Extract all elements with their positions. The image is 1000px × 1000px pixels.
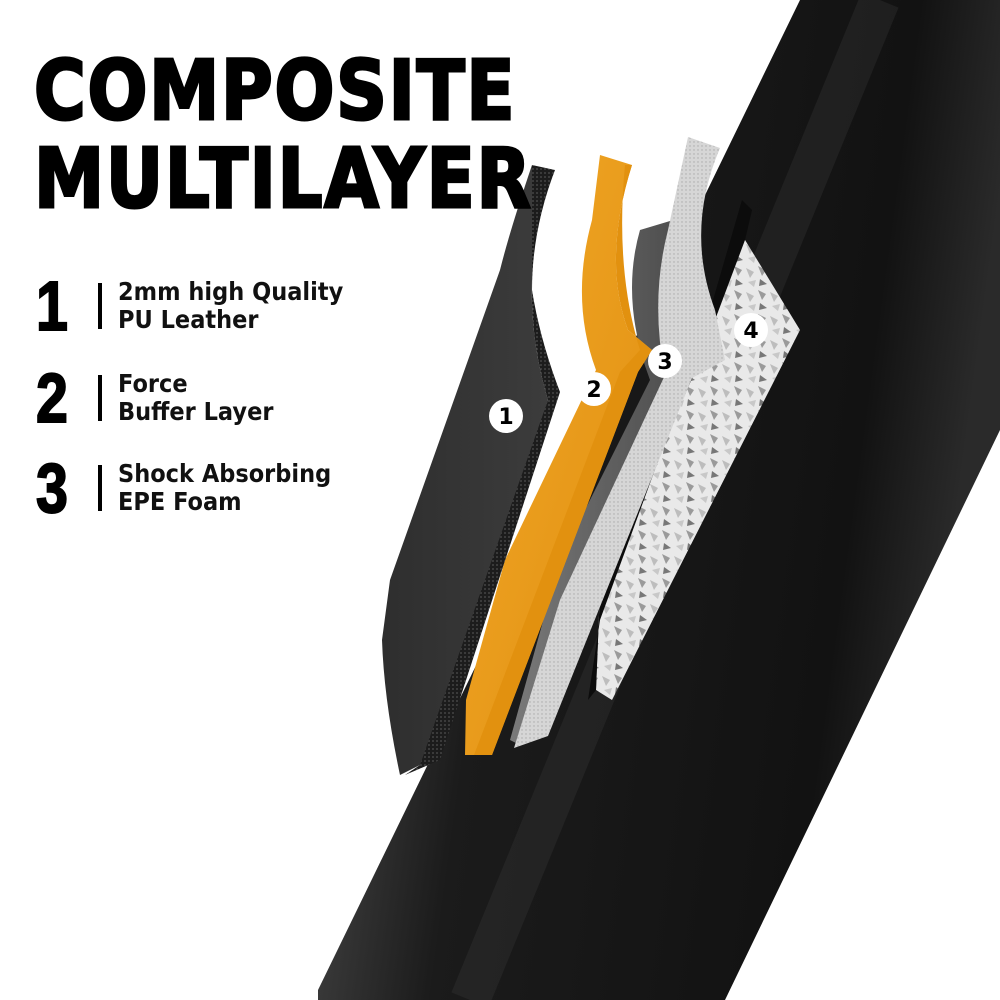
layer-4-filler — [596, 235, 800, 700]
divider — [98, 375, 102, 421]
page-title: COMPOSITE MULTILAYER — [33, 46, 533, 227]
svg-text:1: 1 — [498, 405, 513, 430]
feature-text: Force Buffer Layer — [118, 369, 274, 426]
layer-3-edge — [514, 137, 725, 748]
divider — [98, 465, 102, 511]
feature-item-1: 1 2mm high Quality PU Leather — [35, 267, 368, 345]
badge-4: 4 — [734, 313, 768, 347]
badge-3: 3 — [648, 344, 682, 378]
divider — [98, 283, 102, 329]
feature-item-2: 2 Force Buffer Layer — [35, 359, 291, 437]
feature-item-3: 3 Shock Absorbing EPE Foam — [35, 449, 355, 527]
badge-2: 2 — [577, 372, 611, 406]
feature-number: 1 — [35, 267, 69, 345]
layer-1-edge — [405, 165, 560, 775]
svg-text:4: 4 — [743, 319, 758, 344]
svg-text:3: 3 — [657, 350, 672, 375]
feature-text: Shock Absorbing EPE Foam — [118, 459, 332, 516]
feature-number: 2 — [35, 359, 69, 437]
feature-text: 2mm high Quality PU Leather — [118, 277, 344, 334]
title-line-2: MULTILAYER — [33, 132, 533, 227]
badge-1: 1 — [489, 399, 523, 433]
title-line-1: COMPOSITE — [33, 44, 517, 139]
layer-2-buffer — [465, 155, 652, 755]
layer-1-leather — [382, 165, 548, 775]
feature-number: 3 — [35, 449, 69, 527]
svg-text:2: 2 — [586, 378, 601, 403]
